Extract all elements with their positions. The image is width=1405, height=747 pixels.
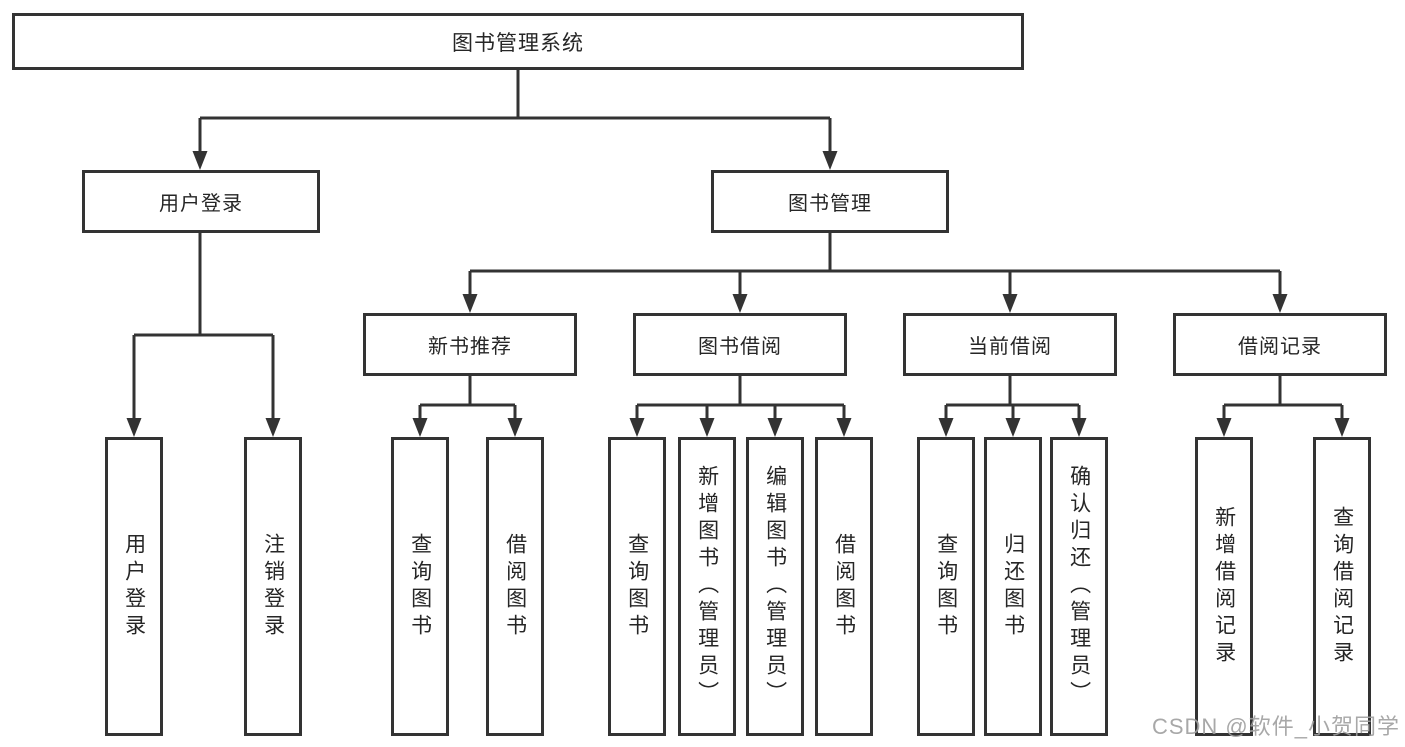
leaf-logout: 注销登录	[244, 437, 302, 736]
leaf-recommend-query-book: 查询图书	[391, 437, 449, 736]
node-root-system: 图书管理系统	[12, 13, 1024, 70]
node-book-borrowing: 图书借阅	[633, 313, 847, 376]
leaf-borrow-borrow-book: 借阅图书	[815, 437, 873, 736]
leaf-records-add-borrow-record: 新增借阅记录	[1195, 437, 1253, 736]
leaf-current-confirm-return-admin: 确认归还（管理员）	[1050, 437, 1108, 736]
leaf-current-return-book: 归还图书	[984, 437, 1042, 736]
leaf-current-query-book: 查询图书	[917, 437, 975, 736]
node-new-book-recommendation: 新书推荐	[363, 313, 577, 376]
node-borrowing-records: 借阅记录	[1173, 313, 1387, 376]
leaf-borrow-add-book-admin: 新增图书（管理员）	[678, 437, 736, 736]
leaf-recommend-borrow-book: 借阅图书	[486, 437, 544, 736]
csdn-watermark: CSDN @软件_小贺同学	[1151, 714, 1400, 739]
node-book-management: 图书管理	[711, 170, 949, 233]
leaf-records-query-borrow-record: 查询借阅记录	[1313, 437, 1371, 736]
node-current-borrowing: 当前借阅	[903, 313, 1117, 376]
leaf-borrow-edit-book-admin: 编辑图书（管理员）	[746, 437, 804, 736]
node-user-login: 用户登录	[82, 170, 320, 233]
leaf-user-login: 用户登录	[105, 437, 163, 736]
leaf-borrow-query-book: 查询图书	[608, 437, 666, 736]
